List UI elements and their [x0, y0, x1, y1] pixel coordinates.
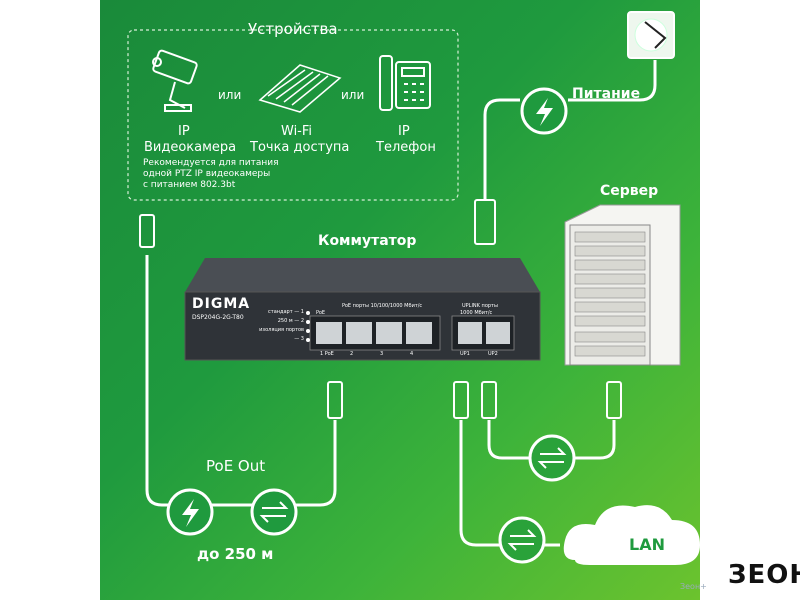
wifi-ap-icon — [258, 64, 342, 113]
camera-icon — [152, 49, 198, 112]
port-number-label: 4 — [410, 351, 414, 357]
switch-device — [184, 258, 541, 361]
note-line: одной PTZ IP видеокамеры — [143, 169, 271, 179]
cloud-icon — [563, 505, 700, 565]
poe-ports-label: PoE порты 10/100/1000 Мбит/с — [342, 303, 423, 309]
server-rack-icon — [564, 204, 681, 366]
poe-tag: PoE — [316, 310, 326, 316]
devices-box — [127, 29, 459, 201]
port-number-label: 2 — [350, 351, 354, 357]
transfer-arrows-icon — [528, 434, 576, 482]
phone-label-2: Телефон — [376, 140, 436, 155]
note-line: с питанием 802.3bt — [143, 180, 236, 190]
transfer-arrows-icon — [250, 488, 298, 536]
uplink-label: UPLINK порты — [462, 303, 498, 309]
phone-label-1: IP — [398, 124, 410, 139]
transfer-arrows-icon — [498, 516, 546, 564]
note-line: Рекомендуется для питания — [143, 158, 279, 168]
camera-label-2: Видеокамера — [144, 140, 237, 155]
uplink-speed: 1000 Мбит/с — [460, 310, 493, 316]
port-number-label: UP2 — [488, 351, 498, 357]
lan-label: LAN — [629, 535, 665, 554]
wifi-label-2: Точка доступа — [250, 140, 350, 155]
power-label: Питание — [572, 86, 641, 102]
rj45-connector-icon — [139, 199, 622, 419]
switch-brand: DIGMA — [192, 296, 251, 312]
distance-label: до 250 м — [197, 545, 274, 563]
switch-title: Коммутатор — [318, 233, 417, 249]
lightning-icon — [166, 488, 214, 536]
camera-note: Рекомендуется для питания одной PTZ IP в… — [143, 158, 279, 191]
ip-phone-icon — [379, 55, 431, 111]
lightning-icon — [520, 87, 568, 135]
or-label: или — [341, 88, 365, 102]
switch-model: DSP204G-2G-T80 — [192, 314, 244, 321]
led-label: изоляция портов — 3 — [259, 327, 304, 342]
watermark-sub: Зеон+ — [680, 582, 707, 591]
cables — [145, 60, 657, 547]
led-label: стандарт — 1 — [268, 309, 304, 315]
power-outlet-icon — [627, 11, 675, 59]
switch-led-labels: стандарт — 1 250 м — 2 изоляция портов —… — [258, 308, 304, 344]
server-label: Сервер — [600, 183, 659, 199]
or-label: или — [218, 88, 242, 102]
watermark-logo: ЗЕОН — [728, 560, 800, 590]
led-label: 250 м — 2 — [277, 318, 304, 324]
devices-title: Устройства — [248, 20, 338, 38]
wifi-label-1: Wi-Fi — [281, 124, 313, 139]
port-number-label: UP1 — [460, 351, 470, 357]
poe-out-label: PoE Out — [206, 457, 266, 475]
port-number-label: 1 PoE — [320, 351, 334, 357]
port-number-label: 3 — [380, 351, 384, 357]
camera-label-1: IP — [178, 124, 190, 139]
